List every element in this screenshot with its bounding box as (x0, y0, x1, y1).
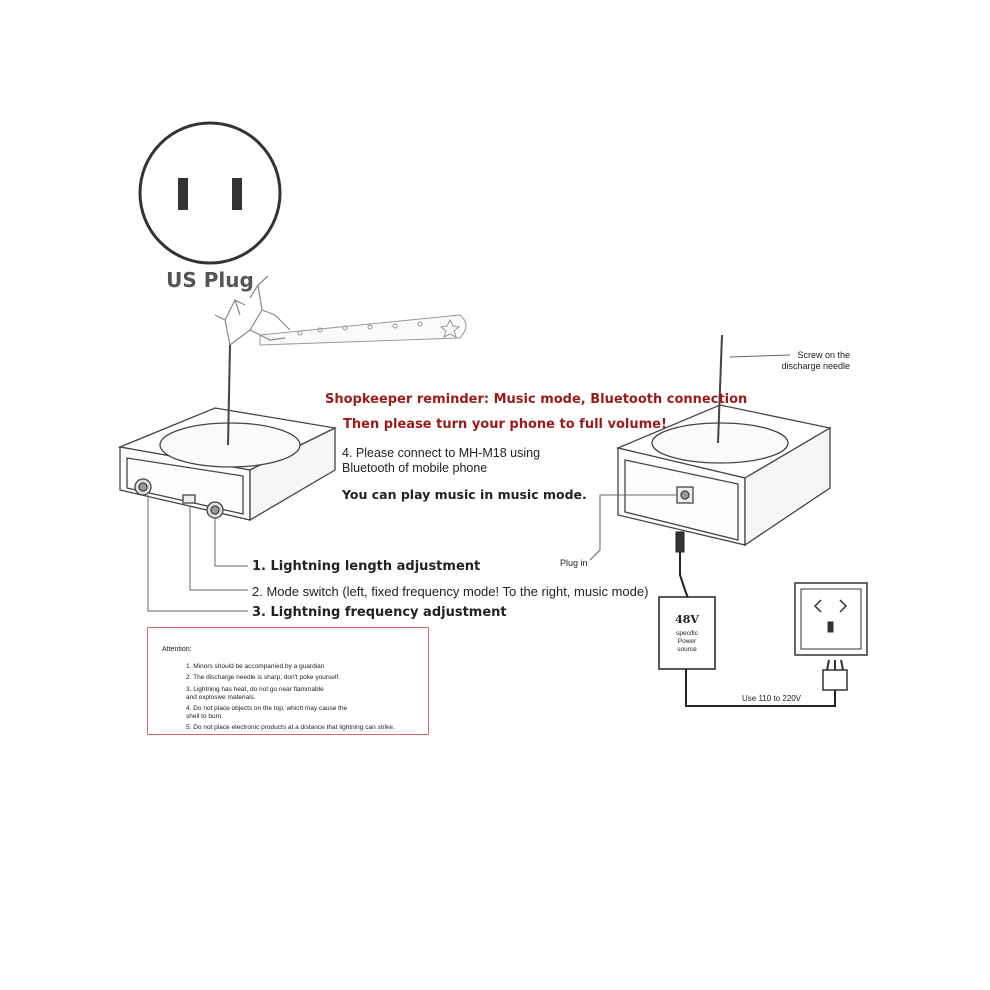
input-voltage-label: Use 110 to 220V (742, 694, 802, 703)
attention-item-3-line2: and explosive materials. (186, 694, 256, 701)
us-plug-label: US Plug (166, 268, 254, 292)
screw-label-line2: discharge needle (781, 361, 850, 371)
attention-title: Attention: (162, 646, 192, 653)
lightning-wand-icon (259, 314, 467, 346)
wall-outlet-icon (794, 582, 868, 656)
bluetooth-step-line2: Bluetooth of mobile phone (342, 461, 488, 475)
lightning-spark-icon (214, 275, 291, 346)
attention-item-4-line2: shell to burn. (186, 713, 224, 720)
power-supply-icon (658, 596, 716, 670)
plug-in-label: Plug in (560, 558, 588, 568)
us-plug-icon (138, 121, 282, 265)
attention-item-3-line1: 3. Lightning has heat, do not go near fl… (186, 686, 324, 693)
attention-item-5: 5. Do not place electronic products at a… (186, 724, 395, 731)
lightning-length-label: 1. Lightning length adjustment (252, 559, 481, 574)
bluetooth-step-line1: 4. Please connect to MH-M18 using (342, 446, 541, 460)
attention-item-2: 2. The discharge needle is sharp, don't … (186, 674, 340, 681)
attention-item-1: 1. Minors should be accompanied by a gua… (186, 663, 325, 670)
psu-desc-line3: source (677, 646, 697, 653)
wall-cable-icon (685, 669, 836, 707)
lightning-frequency-label: 3. Lightning frequency adjustment (252, 605, 507, 620)
psu-desc-line1: specific (676, 630, 698, 637)
music-mode-note: You can play music in music mode. (342, 487, 587, 502)
attention-item-4-line1: 4. Do not place objects on the top, whic… (186, 705, 348, 712)
leader-lines-left (147, 495, 248, 612)
psu-desc-line2: Power (677, 638, 697, 645)
volume-reminder: Then please turn your phone to full volu… (343, 417, 667, 432)
screw-leader (729, 354, 791, 358)
attention-box (147, 627, 429, 735)
psu-voltage: 48V (675, 613, 699, 626)
mode-switch-label: 2. Mode switch (left, fixed frequency mo… (252, 584, 649, 599)
tesla-device-right-icon (615, 334, 832, 547)
psu-description: specific Power source (664, 630, 710, 654)
wall-plug-icon (822, 659, 848, 691)
screw-needle-label: Screw on the discharge needle (760, 350, 850, 372)
screw-label-line1: Screw on the (797, 350, 850, 360)
tesla-device-left-icon (117, 344, 338, 522)
power-cable-icon (675, 531, 689, 599)
plugin-leader (589, 494, 677, 561)
shopkeeper-reminder: Shopkeeper reminder: Music mode, Bluetoo… (325, 392, 748, 407)
